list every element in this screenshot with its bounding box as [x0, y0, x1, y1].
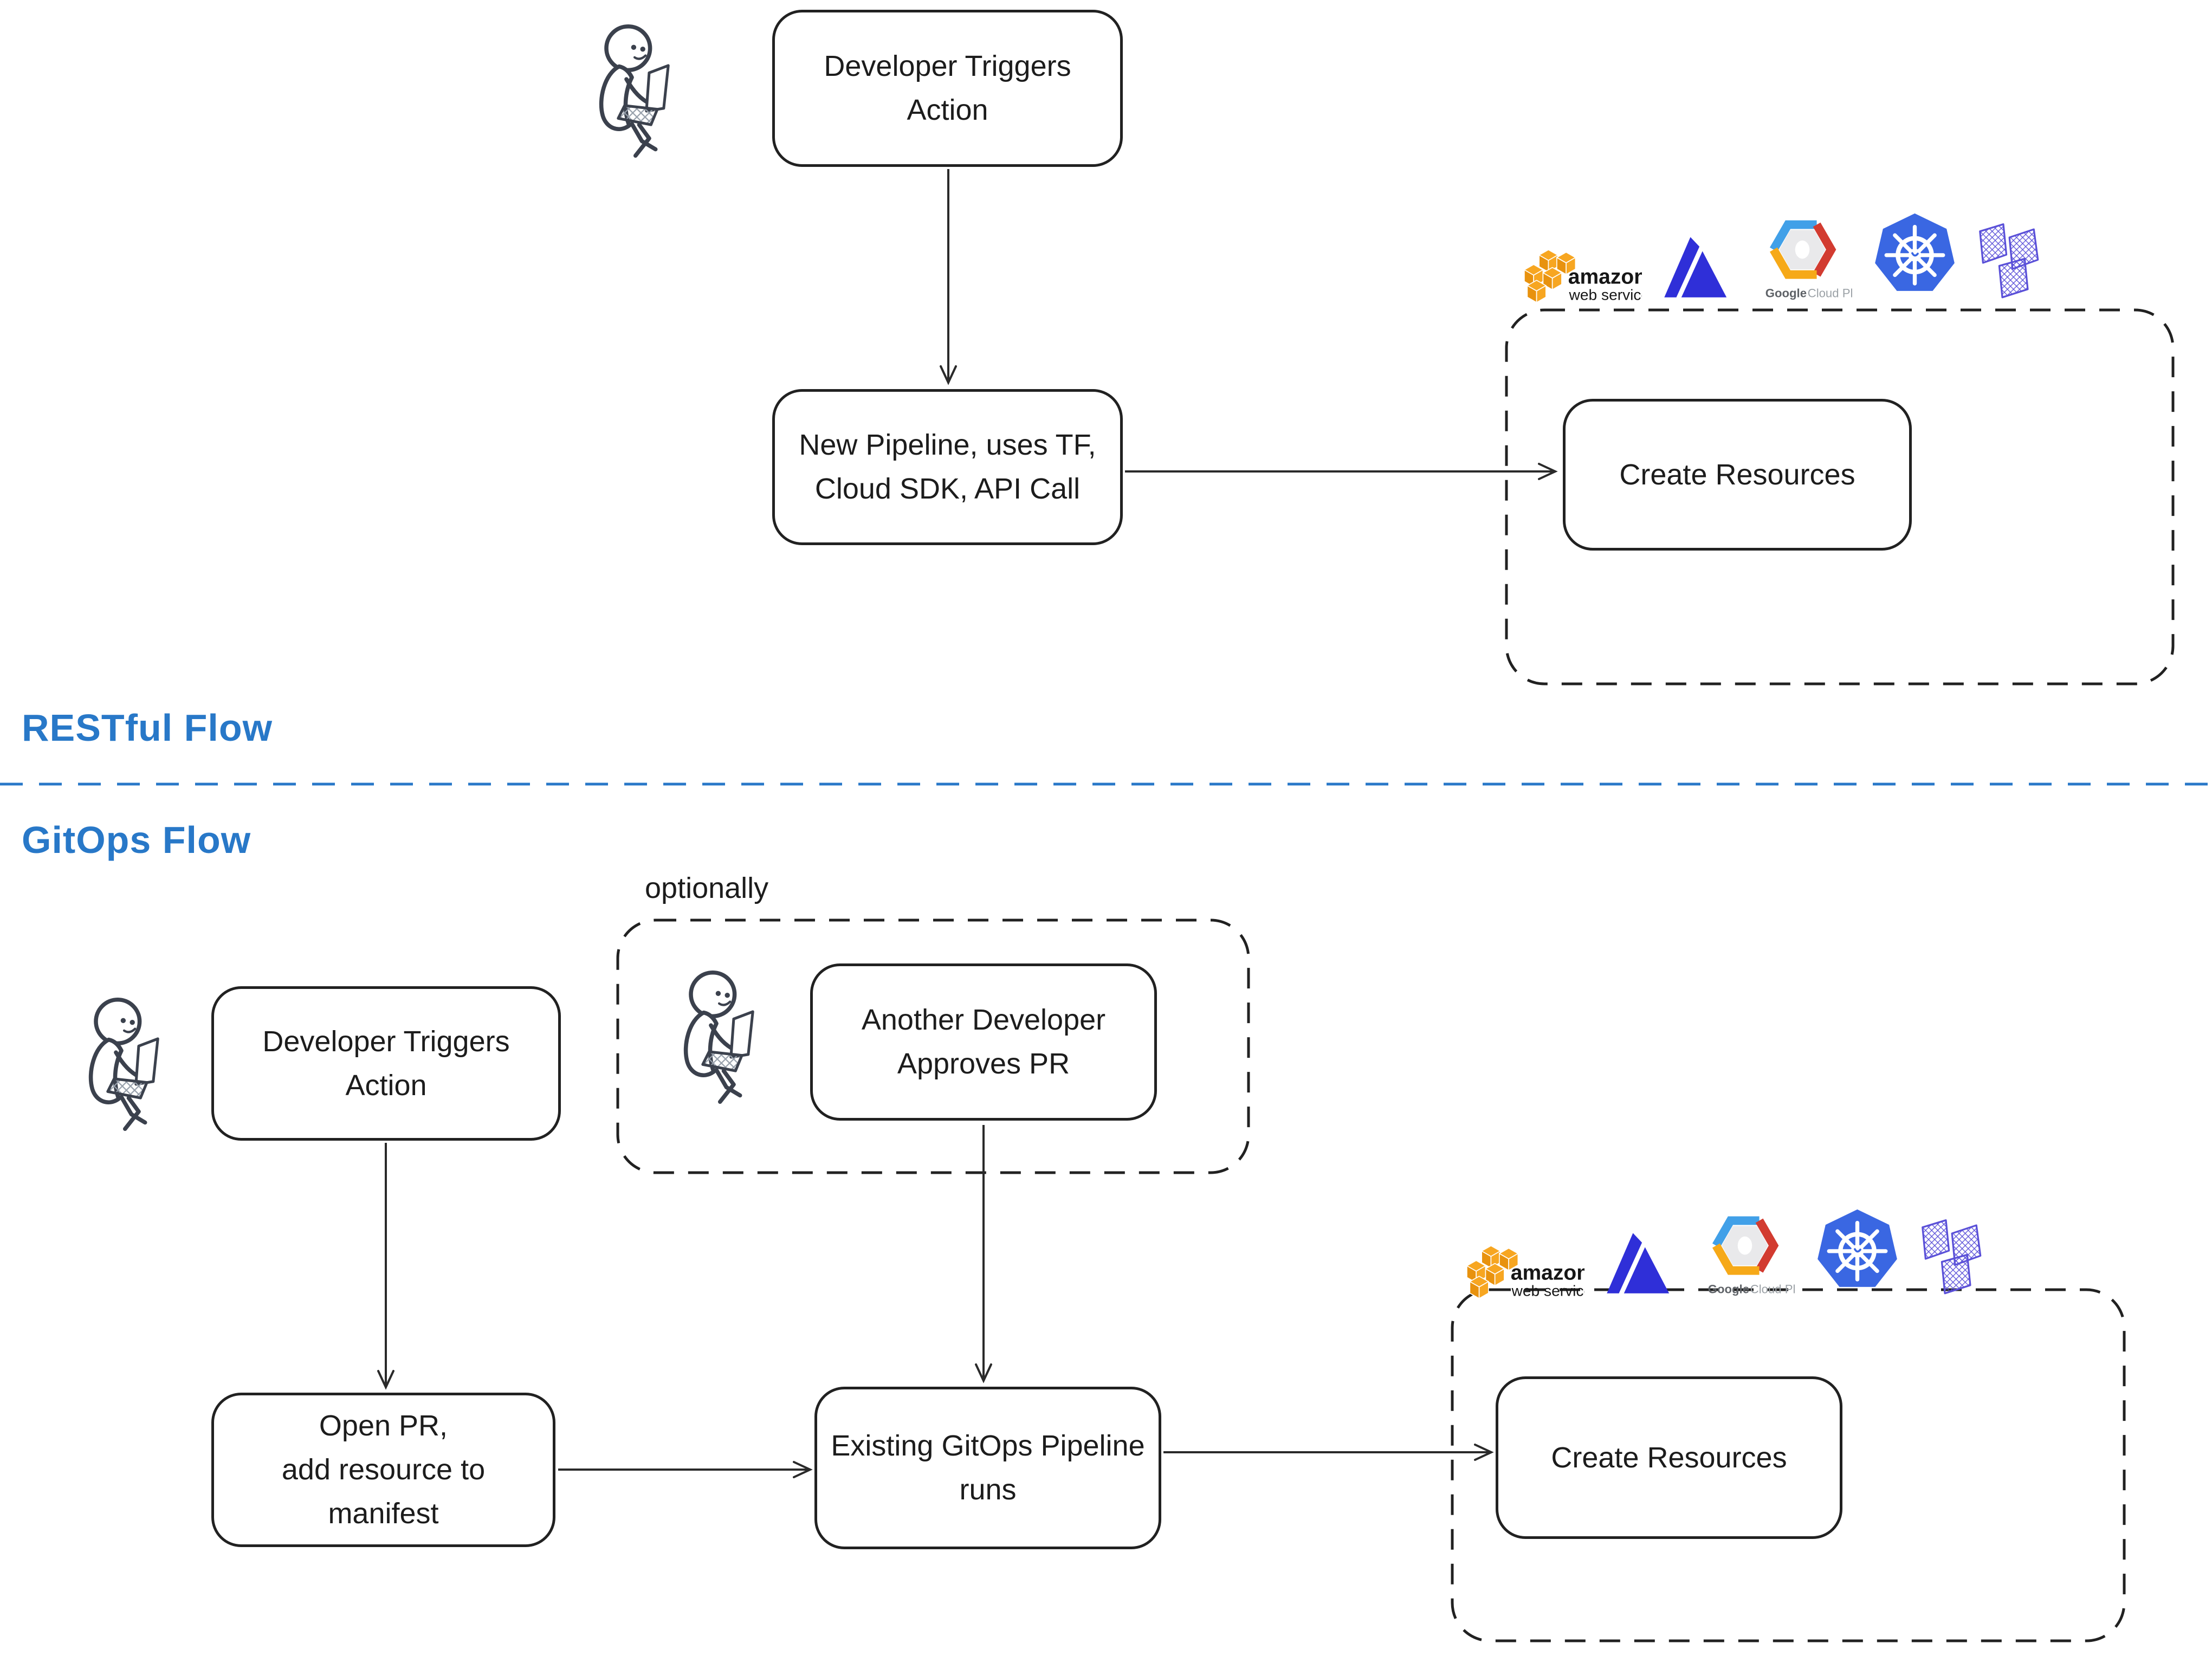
- aws-logo-text: amazon: [1511, 1262, 1584, 1285]
- gcp-logo-text: Google: [1765, 286, 1807, 300]
- node-new-pipeline: New Pipeline, uses TF, Cloud SDK, API Ca…: [772, 389, 1123, 545]
- azure-logo: [1607, 1233, 1670, 1293]
- optionally-container: [616, 918, 1250, 1174]
- kubernetes-logo: [1818, 1209, 1897, 1287]
- gcp-logo-subtext: Cloud Platform: [1750, 1282, 1795, 1296]
- terraform-logo: [1922, 1219, 1982, 1295]
- developer-icon: [592, 23, 692, 159]
- google-cloud-platform-logo: Google Cloud Platform: [1765, 220, 1853, 300]
- kubernetes-logo: [1875, 213, 1955, 291]
- providers-container-gitops: [1451, 1288, 2126, 1642]
- gcp-logo-text: Google: [1708, 1282, 1749, 1296]
- cloud-providers-row-gitops: amazon web services Google Cloud Platfor…: [1466, 1207, 1996, 1299]
- restful-flow-label: RESTful Flow: [22, 707, 273, 749]
- google-cloud-platform-logo: Google Cloud Platform: [1708, 1216, 1795, 1296]
- optionally-label: optionally: [645, 872, 769, 904]
- node-developer-triggers-action-gitops: Developer Triggers Action: [211, 986, 561, 1141]
- node-existing-gitops-pipeline: Existing GitOps Pipeline runs: [814, 1387, 1161, 1549]
- aws-logo: amazon web services: [1524, 249, 1642, 303]
- providers-container-restful: [1505, 308, 2175, 685]
- node-open-pr: Open PR, add resource to manifest: [211, 1393, 555, 1547]
- node-create-resources-restful: Create Resources: [1563, 399, 1912, 551]
- node-developer-triggers-action-restful: Developer Triggers Action: [772, 10, 1123, 167]
- aws-logo-subtext: web services: [1569, 287, 1642, 303]
- azure-logo: [1664, 237, 1727, 297]
- gcp-logo-subtext: Cloud Platform: [1808, 286, 1853, 300]
- developer-icon: [676, 969, 777, 1105]
- aws-logo-text: amazon: [1568, 266, 1642, 289]
- aws-logo-subtext: web services: [1511, 1283, 1584, 1299]
- node-another-developer-approves-pr: Another Developer Approves PR: [810, 963, 1157, 1121]
- terraform-logo: [1979, 223, 2039, 299]
- aws-logo: amazon web services: [1466, 1245, 1584, 1299]
- cloud-providers-row-restful: amazon web services Google Cloud Platfor…: [1524, 211, 2053, 303]
- gitops-flow-label: GitOps Flow: [22, 819, 251, 861]
- node-create-resources-gitops: Create Resources: [1496, 1376, 1842, 1539]
- developer-icon: [81, 996, 182, 1133]
